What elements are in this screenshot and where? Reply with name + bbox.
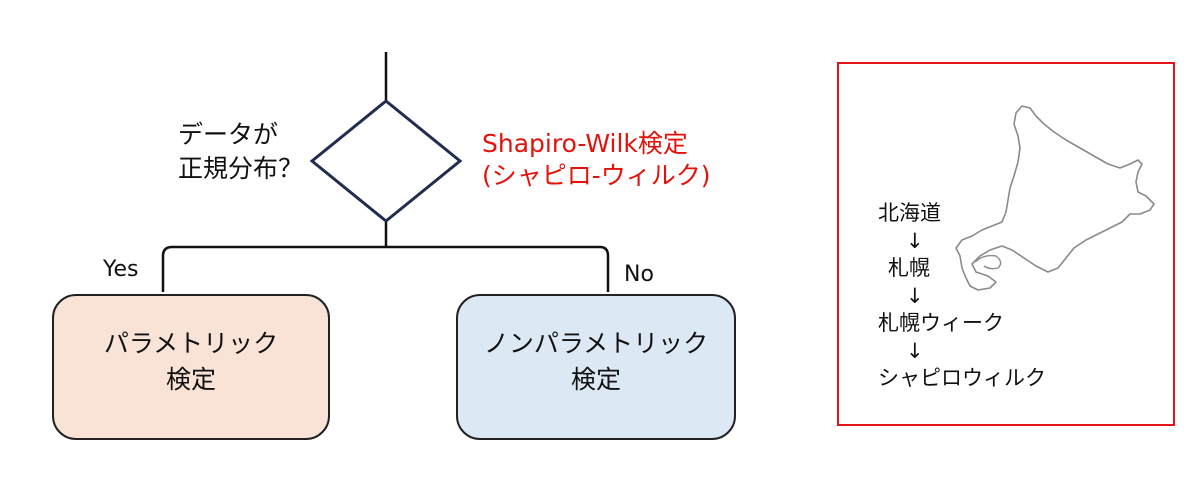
- mnemonic-frame: [837, 62, 1175, 426]
- nonparametric-line-2: 検定: [570, 365, 621, 394]
- nonparametric-line-1: ノンパラメトリック: [483, 329, 709, 358]
- parametric-line-1: パラメトリック: [103, 329, 279, 358]
- mnemonic-word-sapporo: 札幌: [888, 256, 930, 280]
- no-label: No: [624, 262, 654, 287]
- question-line-1: データが: [178, 120, 279, 149]
- decision-question: データが 正規分布？: [178, 118, 303, 186]
- hokkaido-bay-detail: [974, 254, 1002, 270]
- down-arrow-icon: ↓: [906, 338, 924, 363]
- hokkaido-map-outline: [955, 105, 1155, 291]
- down-arrow-icon: ↓: [906, 283, 924, 308]
- down-arrow-icon: ↓: [906, 228, 924, 253]
- decision-diamond: [309, 99, 463, 223]
- parametric-test-box: パラメトリック 検定: [52, 294, 330, 440]
- branch-connector: [161, 245, 610, 292]
- test-name: Shapiro-Wilk検定 (シャピロ-ウィルク): [482, 128, 711, 192]
- parametric-line-2: 検定: [165, 365, 216, 394]
- question-line-2: 正規分布？: [178, 154, 304, 183]
- mnemonic-word-sapporo-week: 札幌ウィーク: [878, 311, 1004, 335]
- mnemonic-word-hokkaido: 北海道: [878, 201, 941, 225]
- mnemonic-chain: 北海道 ↓ 札幌 ↓ 札幌ウィーク ↓ シャピロウィルク: [878, 200, 1046, 393]
- mnemonic-word-shapiro-wilk: シャピロウィルク: [878, 366, 1046, 390]
- test-name-line-1: Shapiro-Wilk検定: [482, 129, 688, 158]
- test-name-line-2: (シャピロ-ウィルク): [482, 161, 711, 190]
- nonparametric-test-box: ノンパラメトリック 検定: [456, 294, 736, 440]
- yes-label: Yes: [103, 257, 139, 282]
